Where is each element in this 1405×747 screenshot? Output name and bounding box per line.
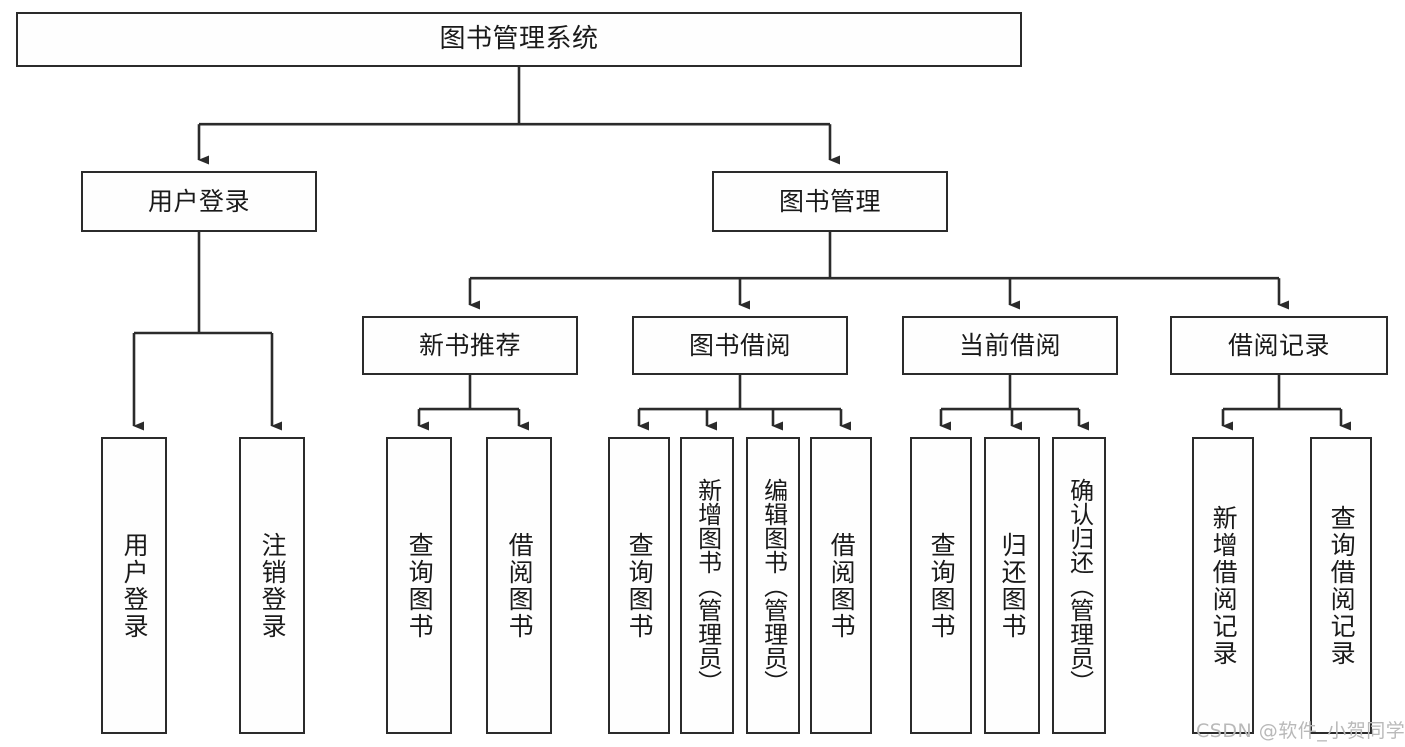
node-current-borrow[interactable]: 当前借阅 (902, 316, 1118, 375)
node-user-login[interactable]: 用户登录 (81, 171, 317, 232)
node-book-management[interactable]: 图书管理 (712, 171, 948, 232)
node-label: 图书管理 (778, 186, 881, 216)
leaf-query-book-current[interactable]: 查询图书 (910, 437, 972, 734)
leaf-return-book[interactable]: 归还图书 (984, 437, 1040, 734)
node-label: 注销登录 (258, 531, 288, 640)
node-label: 借阅记录 (1227, 330, 1330, 360)
node-label: 借阅图书 (505, 531, 535, 640)
node-borrow-record[interactable]: 借阅记录 (1170, 316, 1388, 375)
leaf-borrow-book[interactable]: 借阅图书 (810, 437, 872, 734)
leaf-query-borrow-record[interactable]: 查询借阅记录 (1310, 437, 1372, 734)
node-label: 新增图书（管理员） (693, 477, 722, 694)
watermark-credit: CSDN @软件_小贺同学 (1196, 720, 1405, 742)
node-new-book-recommend[interactable]: 新书推荐 (362, 316, 578, 375)
node-label: 新增借阅记录 (1209, 504, 1239, 667)
node-label: 当前借阅 (958, 330, 1061, 360)
node-label: 图书管理系统 (439, 23, 599, 54)
leaf-query-book-borrow[interactable]: 查询图书 (608, 437, 670, 734)
node-label: 查询图书 (625, 531, 655, 640)
leaf-user-login[interactable]: 用户登录 (101, 437, 167, 734)
leaf-add-borrow-record[interactable]: 新增借阅记录 (1192, 437, 1254, 734)
node-label: 图书借阅 (688, 330, 791, 360)
node-label: 查询图书 (927, 531, 957, 640)
leaf-edit-book-admin[interactable]: 编辑图书（管理员） (746, 437, 800, 734)
node-label: 用户登录 (147, 186, 250, 216)
node-label: 确认归还（管理员） (1065, 477, 1094, 694)
leaf-query-book-recommend[interactable]: 查询图书 (386, 437, 452, 734)
node-label: 查询借阅记录 (1327, 504, 1357, 667)
leaf-borrow-book-recommend[interactable]: 借阅图书 (486, 437, 552, 734)
node-root-system[interactable]: 图书管理系统 (16, 12, 1022, 67)
node-label: 用户登录 (120, 531, 150, 640)
node-label: 查询图书 (405, 531, 435, 640)
leaf-add-book-admin[interactable]: 新增图书（管理员） (680, 437, 734, 734)
node-label: 编辑图书（管理员） (759, 477, 788, 694)
leaf-confirm-return-admin[interactable]: 确认归还（管理员） (1052, 437, 1106, 734)
node-label: 新书推荐 (418, 330, 521, 360)
node-label: 归还图书 (998, 531, 1028, 640)
node-label: 借阅图书 (827, 531, 857, 640)
leaf-user-logout[interactable]: 注销登录 (239, 437, 305, 734)
node-book-borrow[interactable]: 图书借阅 (632, 316, 848, 375)
